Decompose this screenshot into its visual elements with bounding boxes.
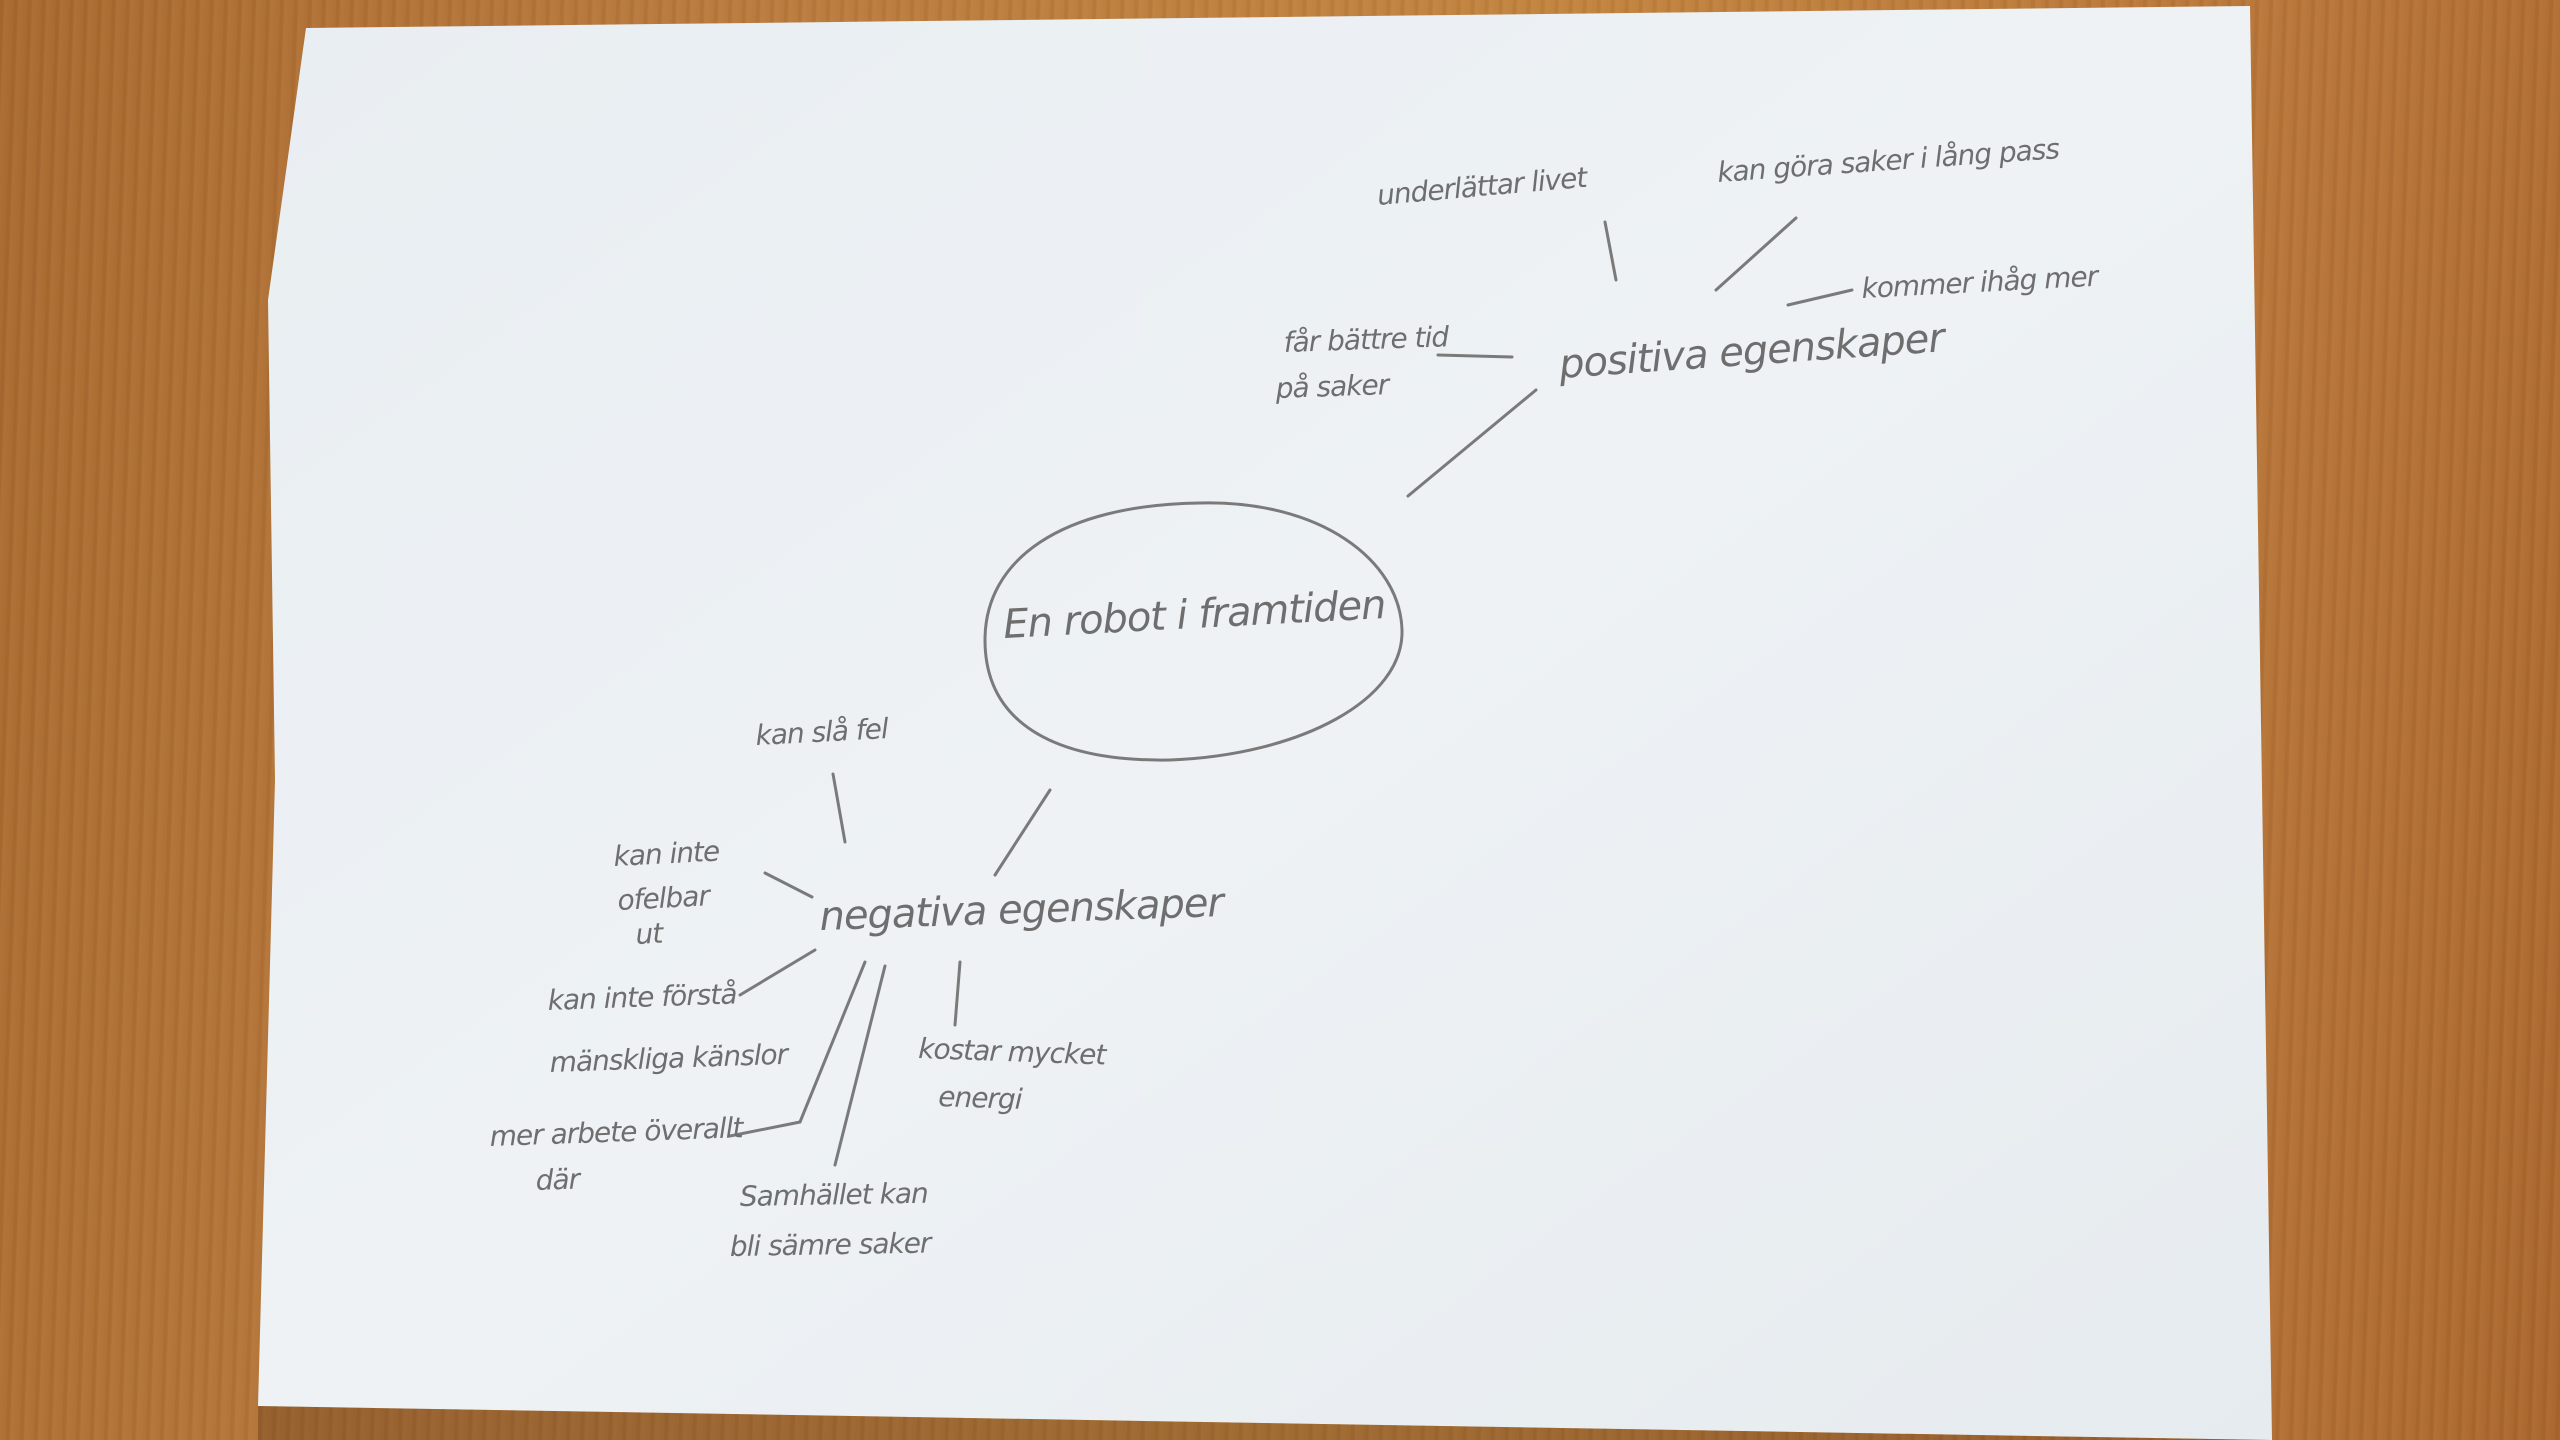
center-ellipse [983, 501, 1404, 762]
negative-leaf-b-line3: ut [635, 917, 665, 951]
connector-negative-c [738, 948, 817, 997]
paper-sheet [258, 6, 2272, 1440]
connector-negative-f [833, 964, 887, 1167]
connector-negative-a [831, 772, 847, 844]
negative-leaf-f-line2: bli sämre saker [730, 1226, 934, 1263]
connector-positive-a [1603, 220, 1618, 282]
connector-center-positive [1406, 388, 1538, 498]
connector-negative-d [728, 960, 867, 1138]
positive-leaf-d-line1: får bättre tid [1283, 320, 1450, 359]
connector-center-negative [993, 788, 1052, 877]
connector-positive-b [1714, 216, 1798, 292]
connector-negative-b [763, 871, 814, 899]
positive-leaf-d-line2: på saker [1274, 368, 1391, 405]
negative-leaf-e-line2: energi [938, 1080, 1024, 1116]
connector-negative-e [953, 960, 962, 1027]
negative-leaf-d-line2: där [535, 1162, 582, 1197]
paper-shadow [258, 1406, 2272, 1440]
negative-leaf-b-line1: kan inte [613, 835, 720, 873]
negative-leaf-e-line1: kostar mycket [918, 1032, 1108, 1072]
negative-leaf-b-line2: ofelbar [617, 879, 713, 917]
negative-leaf-c-line1: kan inte förstå [547, 977, 737, 1017]
negative-leaf-a: kan slå fel [755, 712, 890, 752]
negative-leaf-f-line1: Samhället kan [740, 1177, 928, 1213]
connector-positive-c [1786, 288, 1854, 307]
connector-positive-d [1436, 353, 1514, 359]
